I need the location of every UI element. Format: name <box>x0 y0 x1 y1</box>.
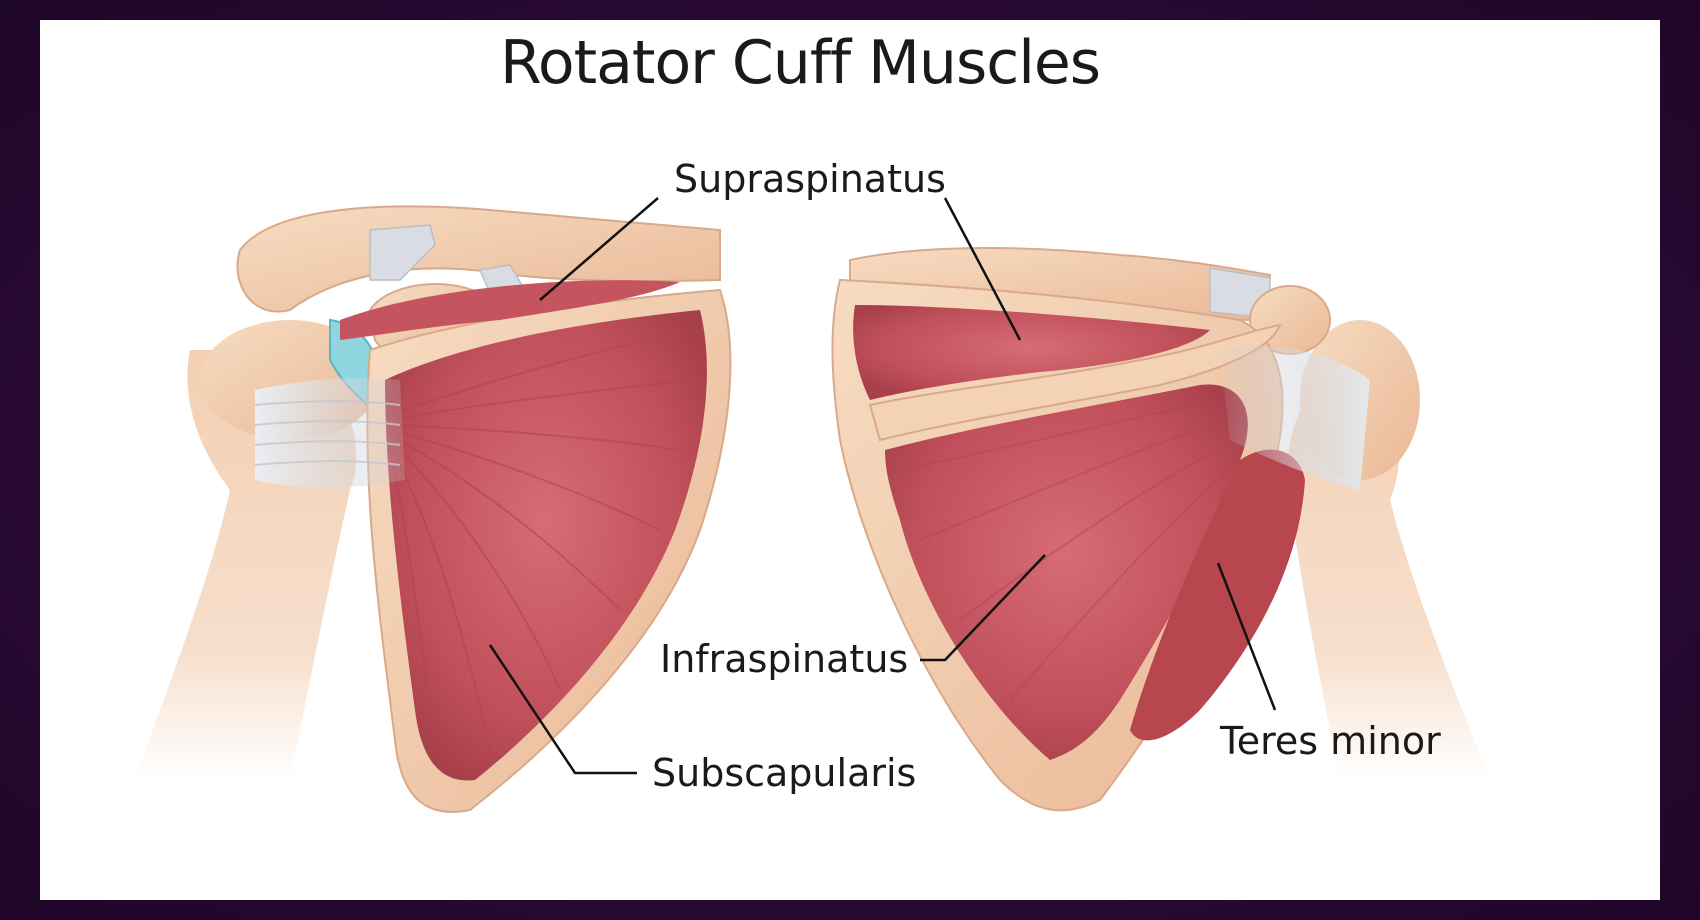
infraspinatus-fibers <box>899 399 1241 701</box>
infraspinatus-muscle <box>885 384 1248 760</box>
subscapularis-leader <box>488 644 637 775</box>
infraspinatus-leader <box>920 554 1046 662</box>
supraspinatus-leader-right <box>943 197 1022 341</box>
supraspinatus-muscle <box>853 305 1210 400</box>
supraspinatus-label: Supraspinatus <box>674 157 946 201</box>
teres-minor-muscle <box>1130 449 1305 741</box>
supraspinatus-anterior <box>340 280 680 340</box>
rotator-cuff-diagram: Rotator Cuff Muscles <box>135 28 1490 813</box>
infraspinatus-label: Infraspinatus <box>660 637 908 681</box>
teres-minor-label: Teres minor <box>1219 719 1441 763</box>
teres-minor-leader <box>1216 562 1277 711</box>
subscapularis-fibers <box>389 329 691 751</box>
posterior-cuff-tendon <box>1220 346 1370 490</box>
clavicle-left <box>236 205 721 313</box>
coracoclavicular-ligament <box>369 224 436 281</box>
anterior-shoulder-illustration <box>135 205 732 813</box>
posterior-shoulder-illustration <box>831 247 1490 812</box>
subscapularis-tendon <box>255 378 405 488</box>
supraspinatus-leader-left <box>539 197 659 301</box>
subscapularis-label: Subscapularis <box>652 751 916 795</box>
subscapularis-muscle <box>385 310 707 781</box>
scapular-spine <box>868 323 1282 442</box>
diagram-title: Rotator Cuff Muscles <box>500 28 1100 98</box>
diagram-panel: Rotator Cuff Muscles <box>40 20 1660 900</box>
